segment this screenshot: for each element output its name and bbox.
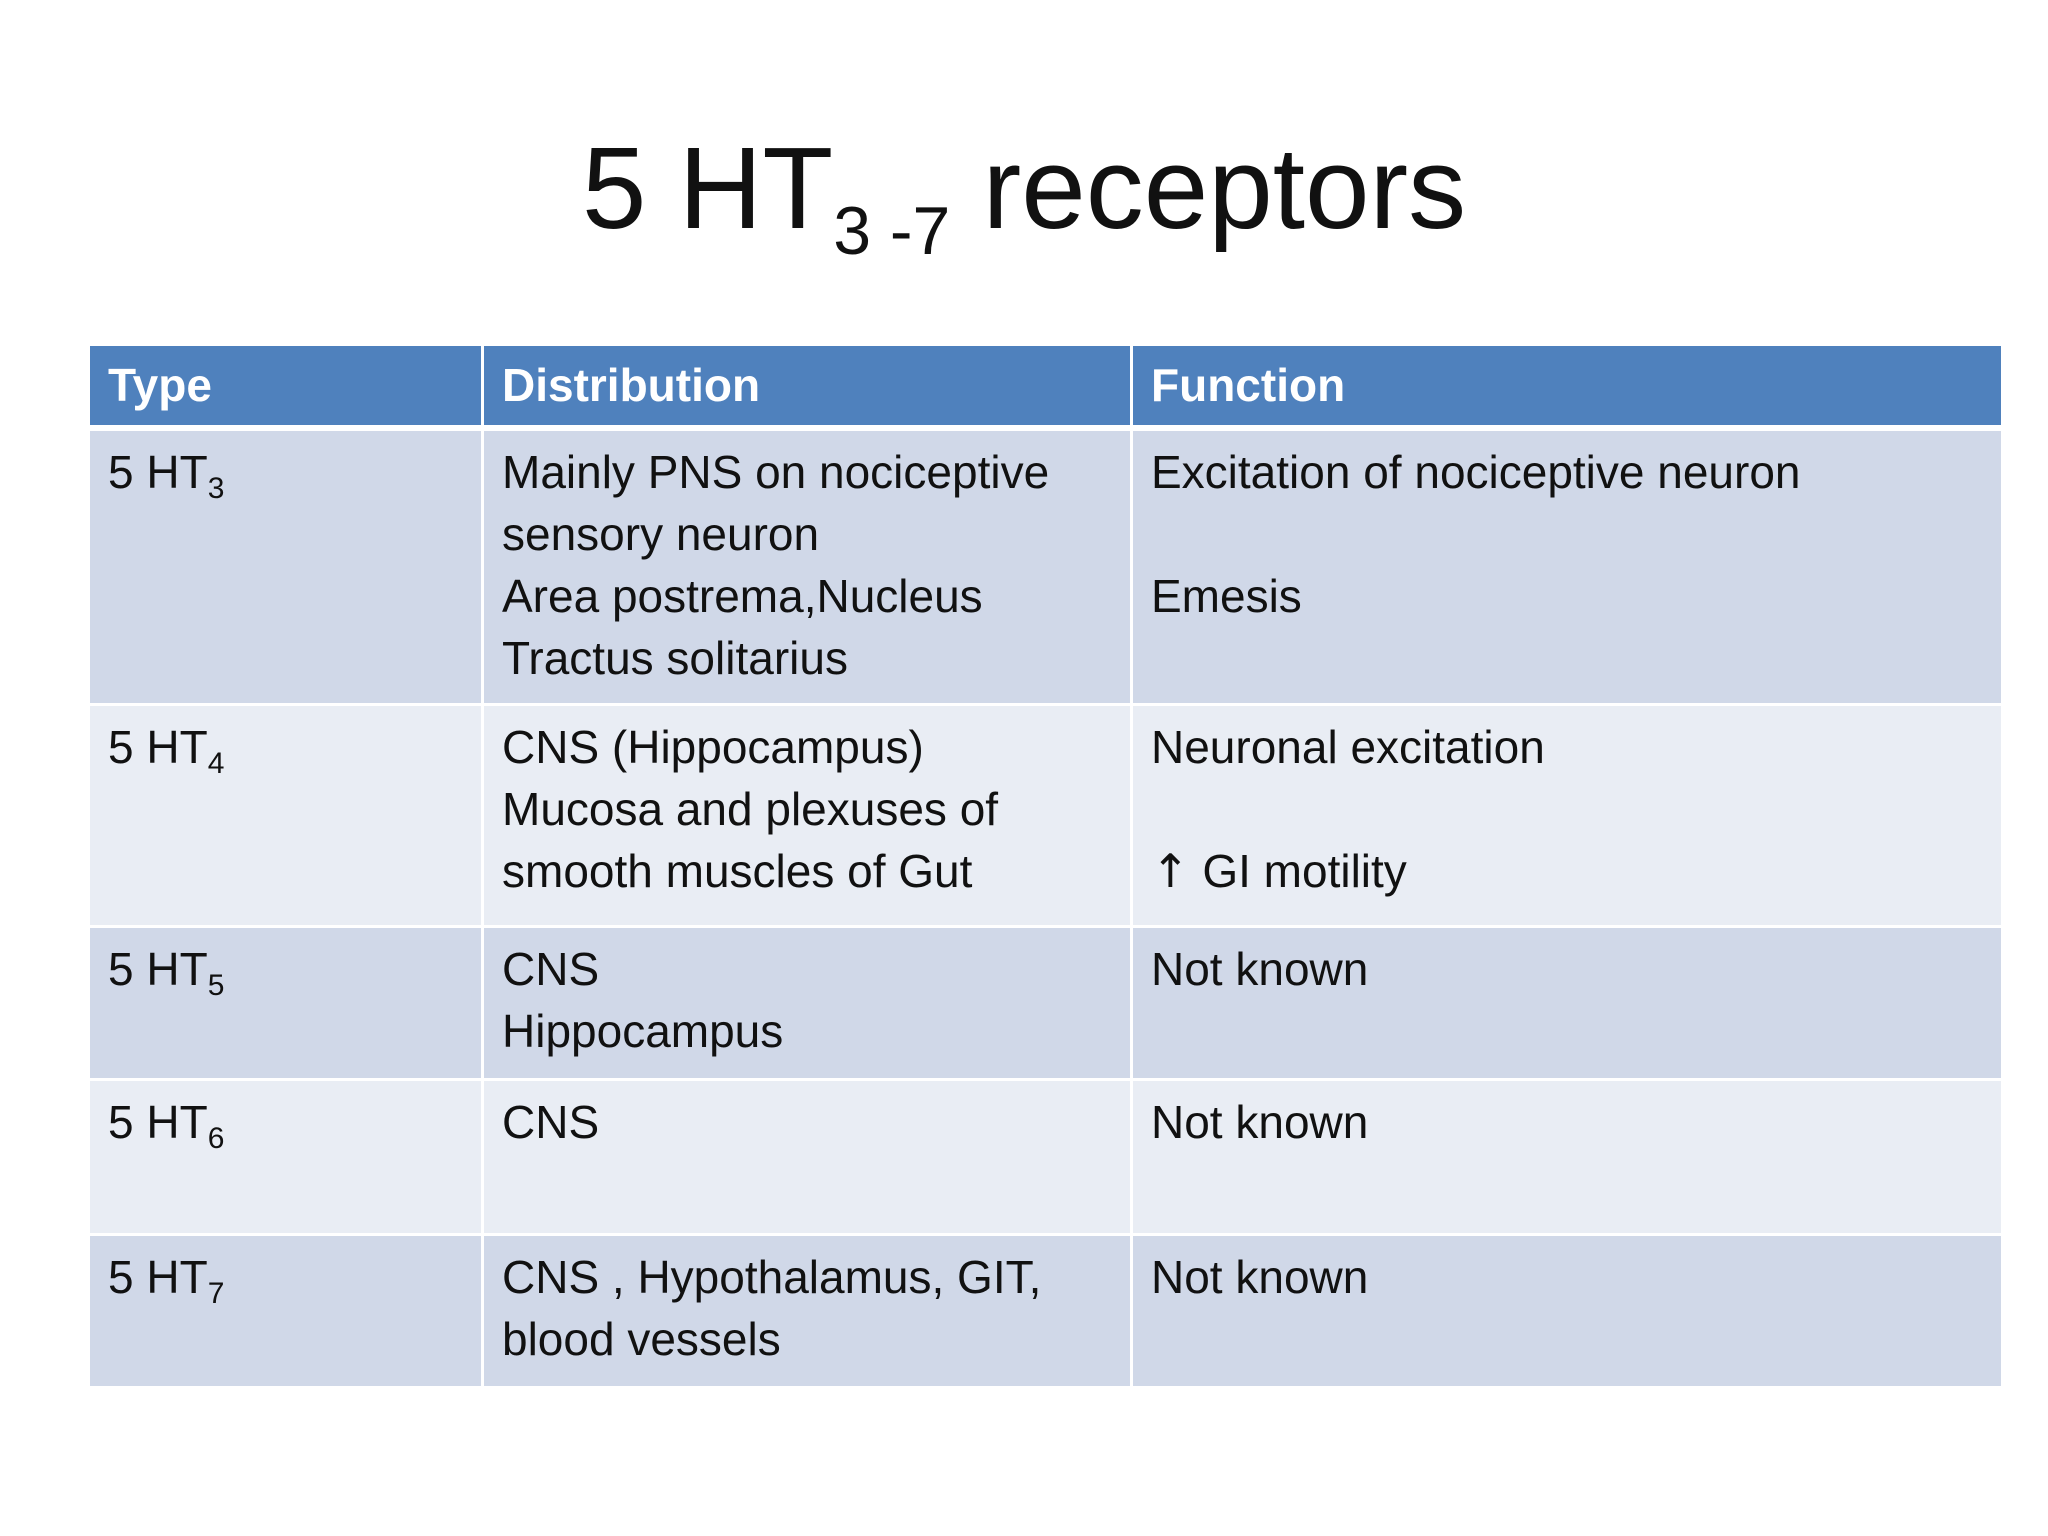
type-text: 5 HT: [108, 1096, 208, 1148]
distribution-cell: CNS (Hippocampus) Mucosa and plexuses of…: [481, 703, 1133, 928]
function-text: GI motility: [1202, 845, 1407, 897]
type-subscript: 3: [207, 472, 225, 505]
distribution-line: sensory neuron: [502, 508, 820, 560]
table-row: 5 HT5 CNS Hippocampus Not known: [87, 925, 2004, 1081]
slide-title: 5 HT3 -7 receptors: [0, 118, 2048, 265]
distribution-cell: CNS , Hypothalamus, GIT, blood vessels: [481, 1233, 1133, 1389]
table-row: 5 HT3 Mainly PNS on nociceptive sensory …: [87, 426, 2004, 706]
table-header-row: Type Distribution Function: [87, 343, 2004, 431]
type-text: 5 HT: [108, 1251, 208, 1303]
function-line: Emesis: [1151, 570, 1302, 622]
type-cell: 5 HT4: [87, 703, 484, 928]
distribution-line: blood vessels: [502, 1313, 781, 1365]
title-rest: receptors: [950, 123, 1467, 253]
table-row: 5 HT4 CNS (Hippocampus) Mucosa and plexu…: [87, 703, 2004, 928]
type-text: 5 HT: [108, 446, 208, 498]
function-line: Excitation of nociceptive neuron: [1151, 446, 1801, 498]
type-subscript: 4: [207, 747, 225, 780]
function-line: Neuronal excitation: [1151, 721, 1545, 773]
type-text: 5 HT: [108, 943, 208, 995]
header-function: Function: [1130, 343, 2004, 431]
table-row: 5 HT6 CNS Not known: [87, 1078, 2004, 1236]
function-line: Not known: [1151, 1251, 1369, 1303]
title-subscript: 3 -7: [833, 193, 951, 269]
type-subscript: 6: [207, 1122, 225, 1155]
header-type: Type: [87, 343, 484, 431]
type-cell: 5 HT5: [87, 925, 484, 1081]
table-row: 5 HT7 CNS , Hypothalamus, GIT, blood ves…: [87, 1233, 2004, 1389]
function-cell: Not known: [1130, 925, 2004, 1081]
distribution-line: Tractus solitarius: [502, 632, 848, 684]
distribution-line: CNS , Hypothalamus, GIT,: [502, 1251, 1042, 1303]
function-line: [1151, 778, 1983, 840]
type-text: 5 HT: [108, 721, 208, 773]
distribution-line: Mainly PNS on nociceptive: [502, 446, 1050, 498]
header-distribution: Distribution: [481, 343, 1133, 431]
function-cell: Excitation of nociceptive neuron Emesis: [1130, 426, 2004, 706]
type-cell: 5 HT3: [87, 426, 484, 706]
receptors-table: Type Distribution Function 5 HT3 Mainly …: [87, 343, 2004, 1389]
type-subscript: 5: [207, 969, 225, 1002]
function-line: [1151, 503, 1983, 565]
distribution-cell: CNS: [481, 1078, 1133, 1236]
distribution-line: smooth muscles of Gut: [502, 845, 973, 897]
type-subscript: 7: [207, 1277, 225, 1310]
distribution-line: Hippocampus: [502, 1005, 784, 1057]
distribution-line: Mucosa and plexuses of: [502, 783, 999, 835]
function-cell: Neuronal excitation ↑ GI motility: [1130, 703, 2004, 928]
distribution-line: CNS: [502, 943, 600, 995]
function-cell: Not known: [1130, 1233, 2004, 1389]
type-cell: 5 HT7: [87, 1233, 484, 1389]
function-line: Not known: [1151, 943, 1369, 995]
distribution-cell: Mainly PNS on nociceptive sensory neuron…: [481, 426, 1133, 706]
function-line: Not known: [1151, 1096, 1369, 1148]
distribution-line: CNS: [502, 1096, 600, 1148]
up-arrow-icon: ↑: [1151, 844, 1190, 898]
function-cell: Not known: [1130, 1078, 2004, 1236]
function-line-with-arrow: ↑ GI motility: [1151, 840, 1983, 902]
distribution-line: Area postrema,Nucleus: [502, 570, 983, 622]
title-main: 5 HT: [581, 123, 834, 253]
distribution-cell: CNS Hippocampus: [481, 925, 1133, 1081]
type-cell: 5 HT6: [87, 1078, 484, 1236]
distribution-line: CNS (Hippocampus): [502, 721, 924, 773]
